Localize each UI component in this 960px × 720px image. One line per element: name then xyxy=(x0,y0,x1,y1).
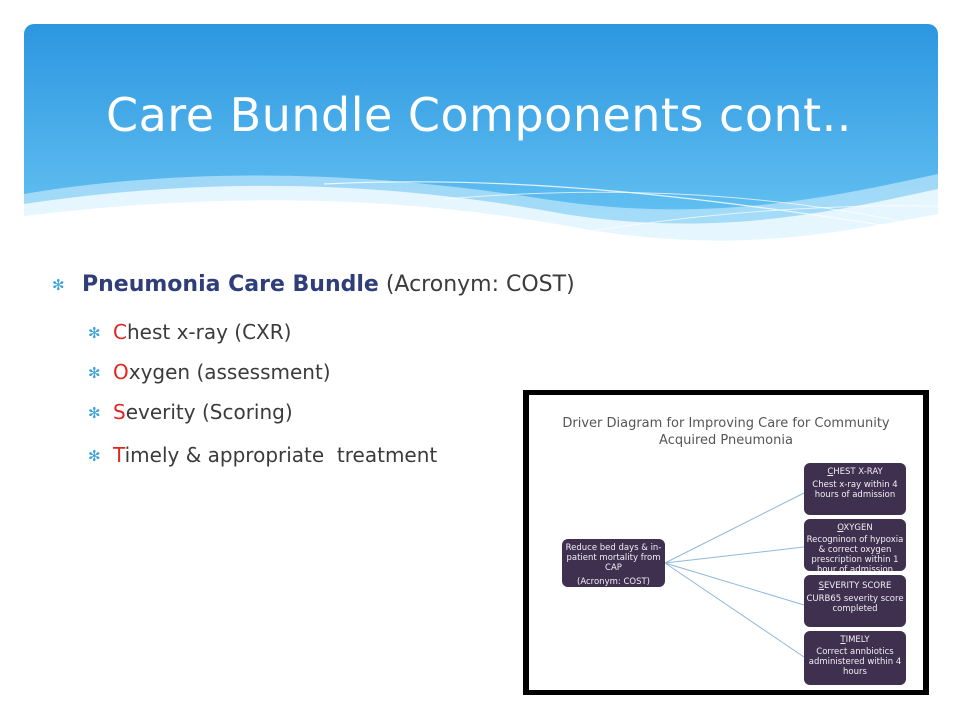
diagram-title-line1: Driver Diagram for Improving Care for Co… xyxy=(562,416,890,431)
driver-head-rest: EVERITY SCORE xyxy=(824,581,892,591)
primary-line1: Reduce bed days & in- xyxy=(565,543,662,553)
bullet-asterisk-icon: ✻ xyxy=(88,447,101,465)
bullet-text: xygen (assessment) xyxy=(128,360,331,384)
bullet-item-oxygen: ✻ Oxygen (assessment) xyxy=(88,360,331,384)
bullet-asterisk-icon: ✻ xyxy=(88,324,101,342)
diagram-driver-oxygen: OXYGEN Recogninon of hypoxia & correct o… xyxy=(804,519,906,575)
driver-head-rest: IMELY xyxy=(845,635,870,645)
bullet-letter: C xyxy=(113,320,127,344)
bullet-main: ✻ Pneumonia Care Bundle (Acronym: COST) xyxy=(52,272,575,297)
bullet-asterisk-icon: ✻ xyxy=(52,276,65,294)
slide-title: Care Bundle Components cont.. xyxy=(106,88,852,142)
driver-head-first: O xyxy=(837,523,844,533)
primary-line3: (Acronym: COST) xyxy=(577,577,650,587)
driver-head-first: T xyxy=(840,635,846,645)
driver-head-first: S xyxy=(818,581,825,591)
diagram-connector-lines xyxy=(664,492,805,658)
bullet-asterisk-icon: ✻ xyxy=(88,404,101,422)
driver-head-rest: HEST X-RAY xyxy=(833,467,883,477)
diagram-title: Driver Diagram for Improving Care for Co… xyxy=(529,415,923,449)
bullet-text: hest x-ray (CXR) xyxy=(126,320,292,344)
diagram-driver-chest-xray: CHEST X-RAY Chest x-ray within 4 hours o… xyxy=(804,463,906,515)
driver-body: Correct annbiotics administered within 4… xyxy=(808,647,902,677)
bullet-text: everity (Scoring) xyxy=(125,400,293,424)
banner-wave-graphic xyxy=(24,24,938,274)
bullet-letter: O xyxy=(113,360,129,384)
bullet-letter: S xyxy=(113,400,126,424)
bullet-text: imely & appropriate treatment xyxy=(124,443,438,467)
bullet-main-bold: Pneumonia Care Bundle xyxy=(82,272,379,297)
driver-head-first: C xyxy=(827,467,834,477)
diagram-driver-severity: SEVERITY SCORE CURB65 severity score com… xyxy=(804,575,906,627)
bullet-item-severity: ✻ Severity (Scoring) xyxy=(88,400,293,424)
diagram-primary-aim-box: Reduce bed days & in- patient mortality … xyxy=(562,539,665,587)
bullet-item-timely: ✻ Timely & appropriate treatment xyxy=(88,443,437,467)
driver-diagram-image: Driver Diagram for Improving Care for Co… xyxy=(523,390,929,695)
driver-head-rest: XYGEN xyxy=(843,523,873,533)
diagram-driver-timely: TIMELY Correct annbiotics administered w… xyxy=(804,631,906,685)
driver-diagram-canvas: Driver Diagram for Improving Care for Co… xyxy=(529,395,923,690)
driver-body: Chest x-ray within 4 hours of admission xyxy=(812,480,898,500)
title-banner xyxy=(24,24,938,274)
primary-line2: patient mortality from CAP xyxy=(566,553,661,573)
bullet-main-rest: (Acronym: COST) xyxy=(378,272,575,297)
driver-body: CURB65 severity score completed xyxy=(806,594,904,614)
bullet-letter: T xyxy=(113,443,125,467)
driver-body: Recogninon of hypoxia & correct oxygen p… xyxy=(806,535,904,575)
diagram-title-line2: Acquired Pneumonia xyxy=(659,433,793,448)
bullet-asterisk-icon: ✻ xyxy=(88,364,101,382)
bullet-item-chest: ✻ Chest x-ray (CXR) xyxy=(88,320,291,344)
